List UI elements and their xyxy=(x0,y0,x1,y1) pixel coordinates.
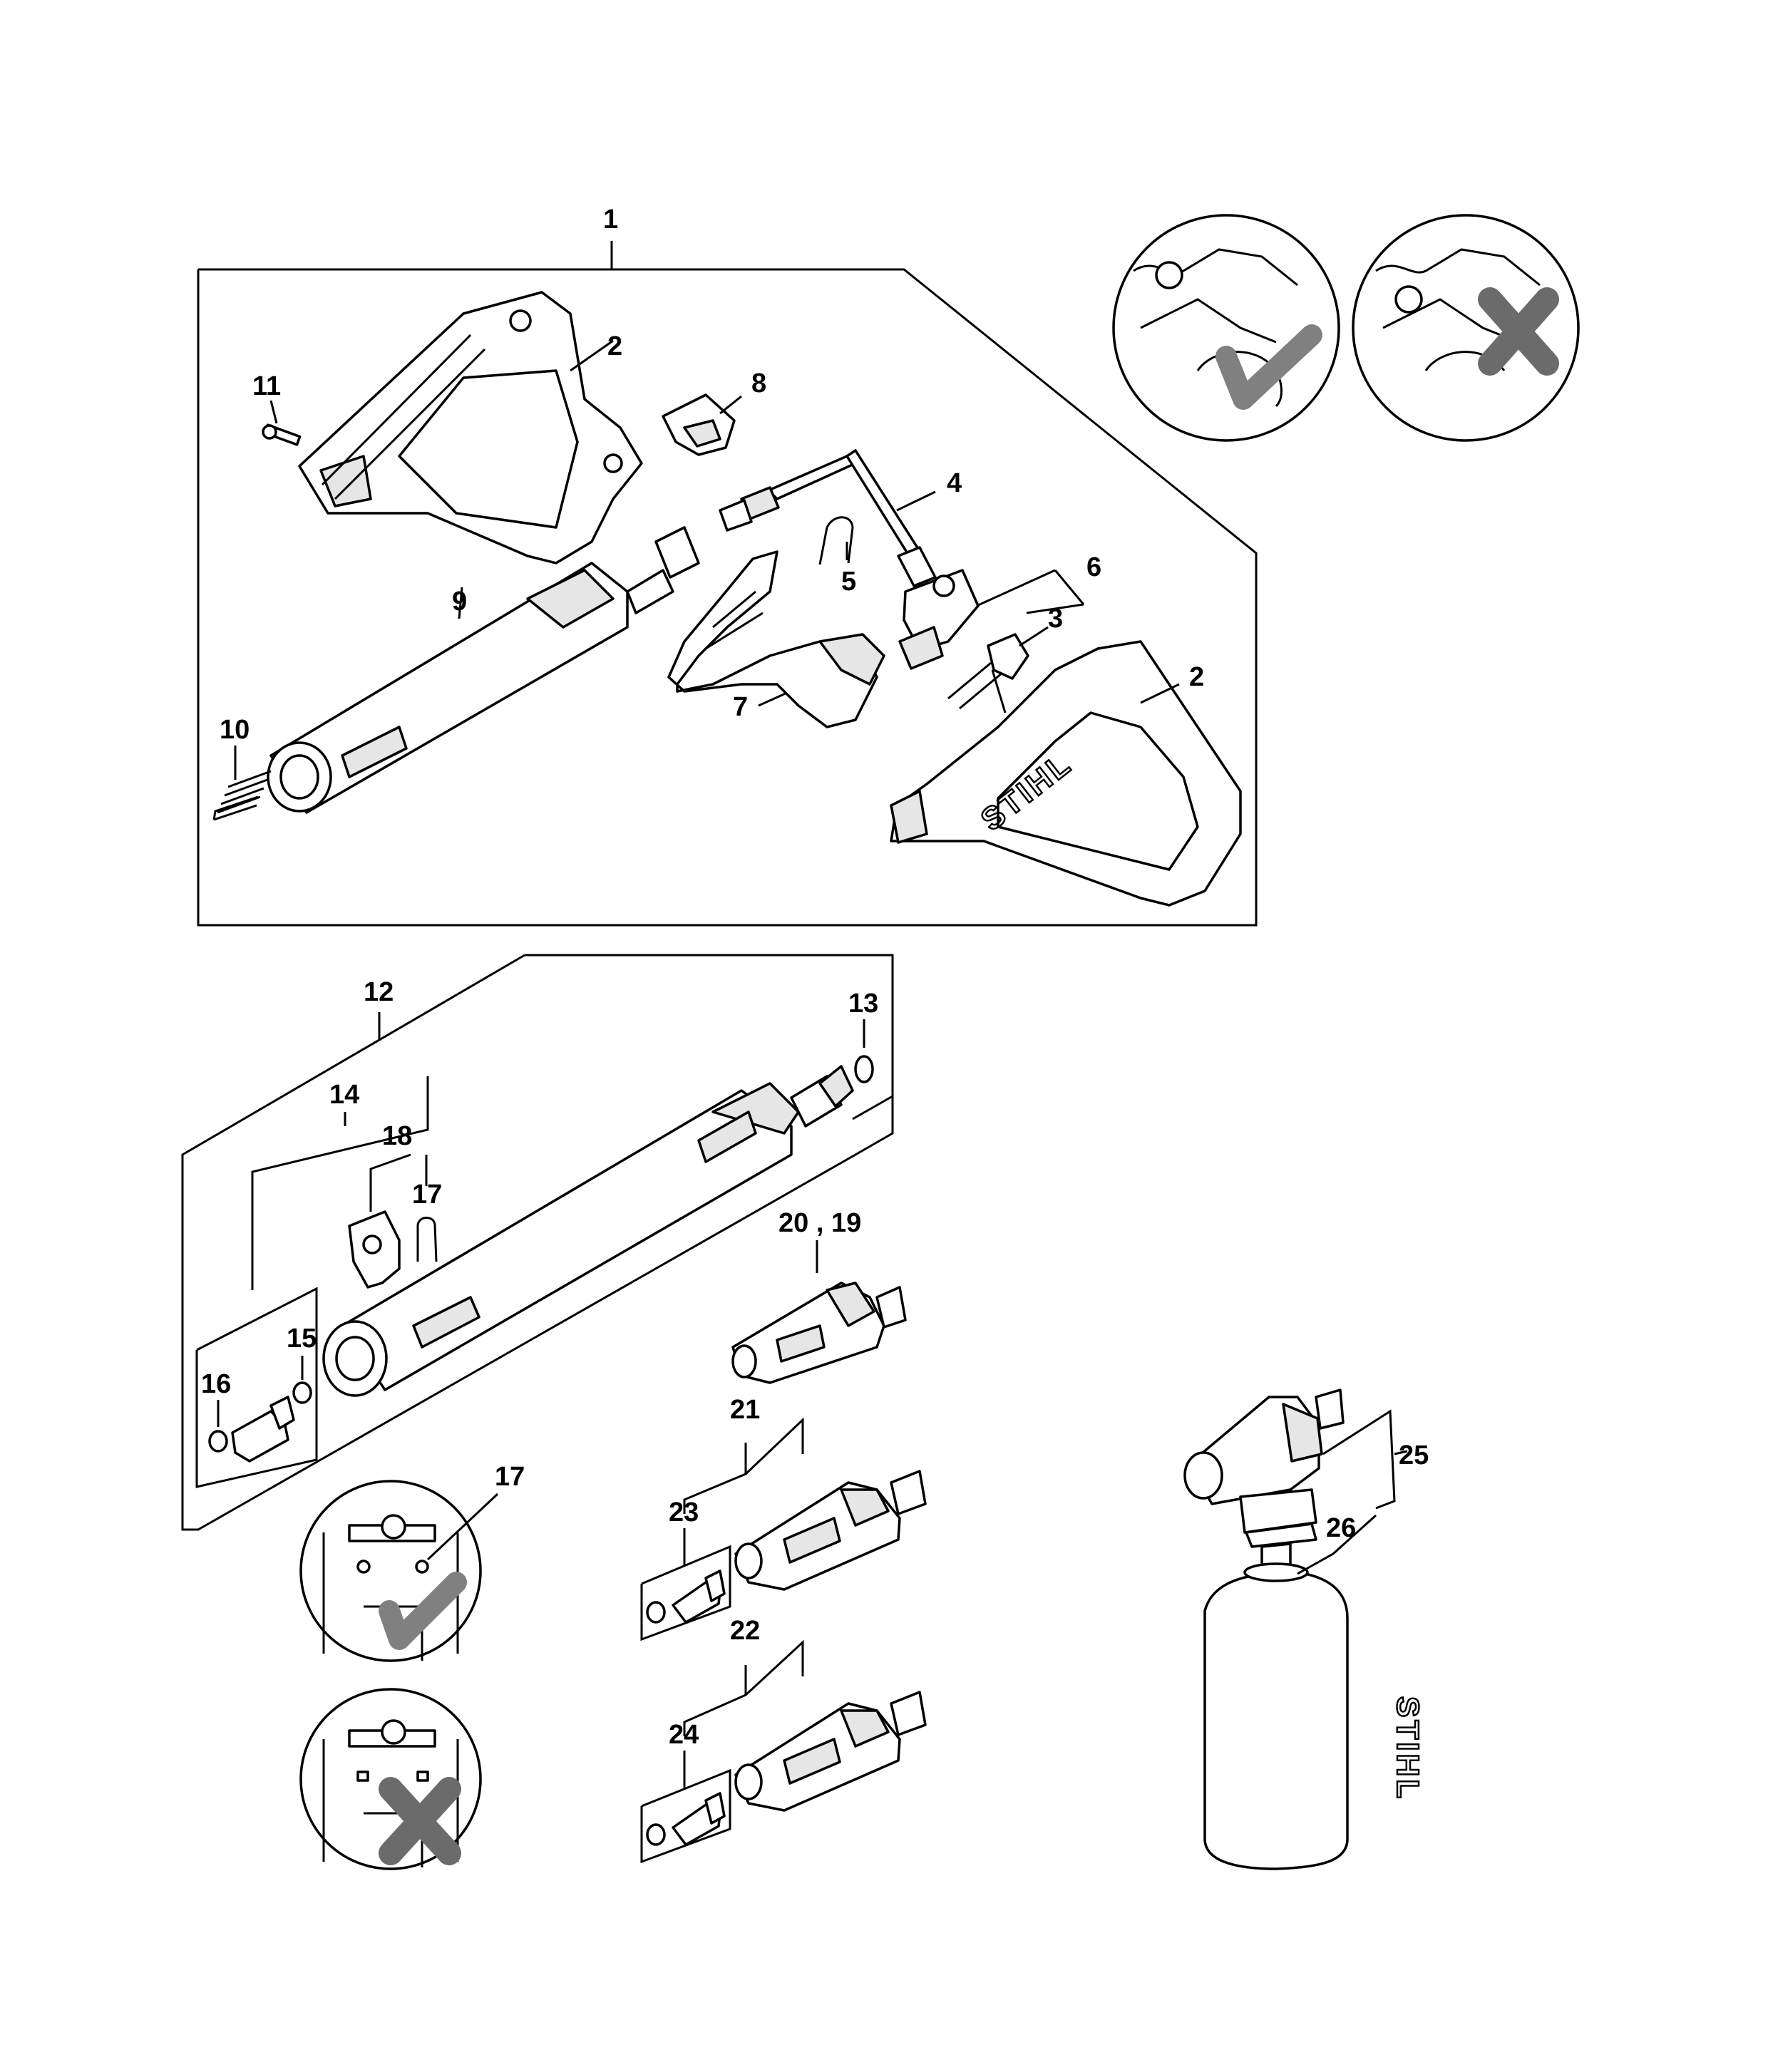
assembly-1-frame xyxy=(197,241,1258,927)
callout-6: 6 xyxy=(1086,552,1101,582)
cross-icon xyxy=(1478,287,1559,376)
callout-23: 23 xyxy=(669,1498,699,1527)
part-25-foam-head xyxy=(1183,1388,1408,1548)
assembly-22-bracket xyxy=(683,1639,804,1736)
callout-21: 21 xyxy=(730,1395,760,1425)
assembly-24-box xyxy=(640,1751,731,1864)
part-24-insert xyxy=(646,1792,726,1846)
part-15-oring xyxy=(292,1356,312,1404)
part-20-19-nozzle xyxy=(731,1240,907,1384)
part-3-lever xyxy=(947,626,1049,713)
callout-10: 10 xyxy=(220,715,250,745)
part-22-nozzle xyxy=(734,1691,927,1812)
callout-4: 4 xyxy=(947,468,962,498)
part-16-nozzle-insert xyxy=(208,1396,295,1463)
callout-15: 15 xyxy=(287,1324,317,1354)
callout-12: 12 xyxy=(364,977,394,1007)
callout-14: 14 xyxy=(329,1080,359,1110)
part-8-clip xyxy=(662,393,742,456)
callout-1: 1 xyxy=(603,205,618,234)
part-7-trigger xyxy=(667,550,885,728)
callout-2-right: 2 xyxy=(1189,662,1204,692)
part-9-lance xyxy=(267,526,700,814)
detail-correct-top xyxy=(1112,214,1340,442)
part-11-screw xyxy=(262,400,302,446)
detail-incorrect-top xyxy=(1352,214,1580,442)
checkmark-icon xyxy=(379,1572,467,1650)
callout-26: 26 xyxy=(1326,1513,1356,1543)
callout-13: 13 xyxy=(848,989,878,1019)
part-17-pin xyxy=(416,1155,438,1262)
detail-correct-bottom xyxy=(299,1480,499,1662)
assembly-14-bracket xyxy=(251,1076,429,1290)
part-23-insert xyxy=(646,1570,726,1624)
part-4-pipe xyxy=(719,449,937,587)
callout-8: 8 xyxy=(751,368,766,398)
part-2-housing-right: STIHL xyxy=(890,640,1242,907)
callout-5: 5 xyxy=(841,567,856,597)
part-21-nozzle xyxy=(734,1470,927,1591)
assembly-16-box xyxy=(195,1287,318,1488)
part-12-lance xyxy=(322,1065,854,1397)
callout-3: 3 xyxy=(1048,604,1063,634)
part-13-oring xyxy=(854,1019,874,1083)
detail-incorrect-bottom xyxy=(299,1688,482,1870)
assembly-12-frame xyxy=(181,954,894,1531)
part-10-spring xyxy=(212,746,272,821)
callout-17-top: 17 xyxy=(412,1180,442,1210)
callout-labels: 1 2 11 8 4 5 6 9 3 7 2 10 12 13 14 18 17… xyxy=(201,205,1429,1750)
cross-icon xyxy=(379,1777,461,1865)
bottle-stihl-logo: STIHL xyxy=(1390,1696,1425,1801)
callout-7: 7 xyxy=(733,692,748,722)
callout-22: 22 xyxy=(730,1616,760,1646)
callout-18: 18 xyxy=(382,1121,412,1151)
callout-20-19: 20 , 19 xyxy=(778,1208,861,1238)
callout-9: 9 xyxy=(452,587,467,617)
checkmark-icon xyxy=(1216,324,1322,410)
callout-16: 16 xyxy=(201,1369,231,1399)
callout-24: 24 xyxy=(669,1720,699,1750)
callout-11: 11 xyxy=(252,371,281,401)
assembly-23-box xyxy=(640,1528,731,1641)
part-5-staple xyxy=(818,516,854,565)
part-2-housing-left xyxy=(298,291,643,565)
assembly-21-bracket xyxy=(683,1417,804,1514)
callout-2-left: 2 xyxy=(607,331,622,361)
callout-17-bottom: 17 xyxy=(495,1462,525,1492)
part-26-bottle: STIHL xyxy=(1203,1514,1426,1870)
callout-25: 25 xyxy=(1399,1440,1429,1470)
part-18-clamp xyxy=(348,1153,411,1289)
part-6-valve xyxy=(898,569,1085,670)
